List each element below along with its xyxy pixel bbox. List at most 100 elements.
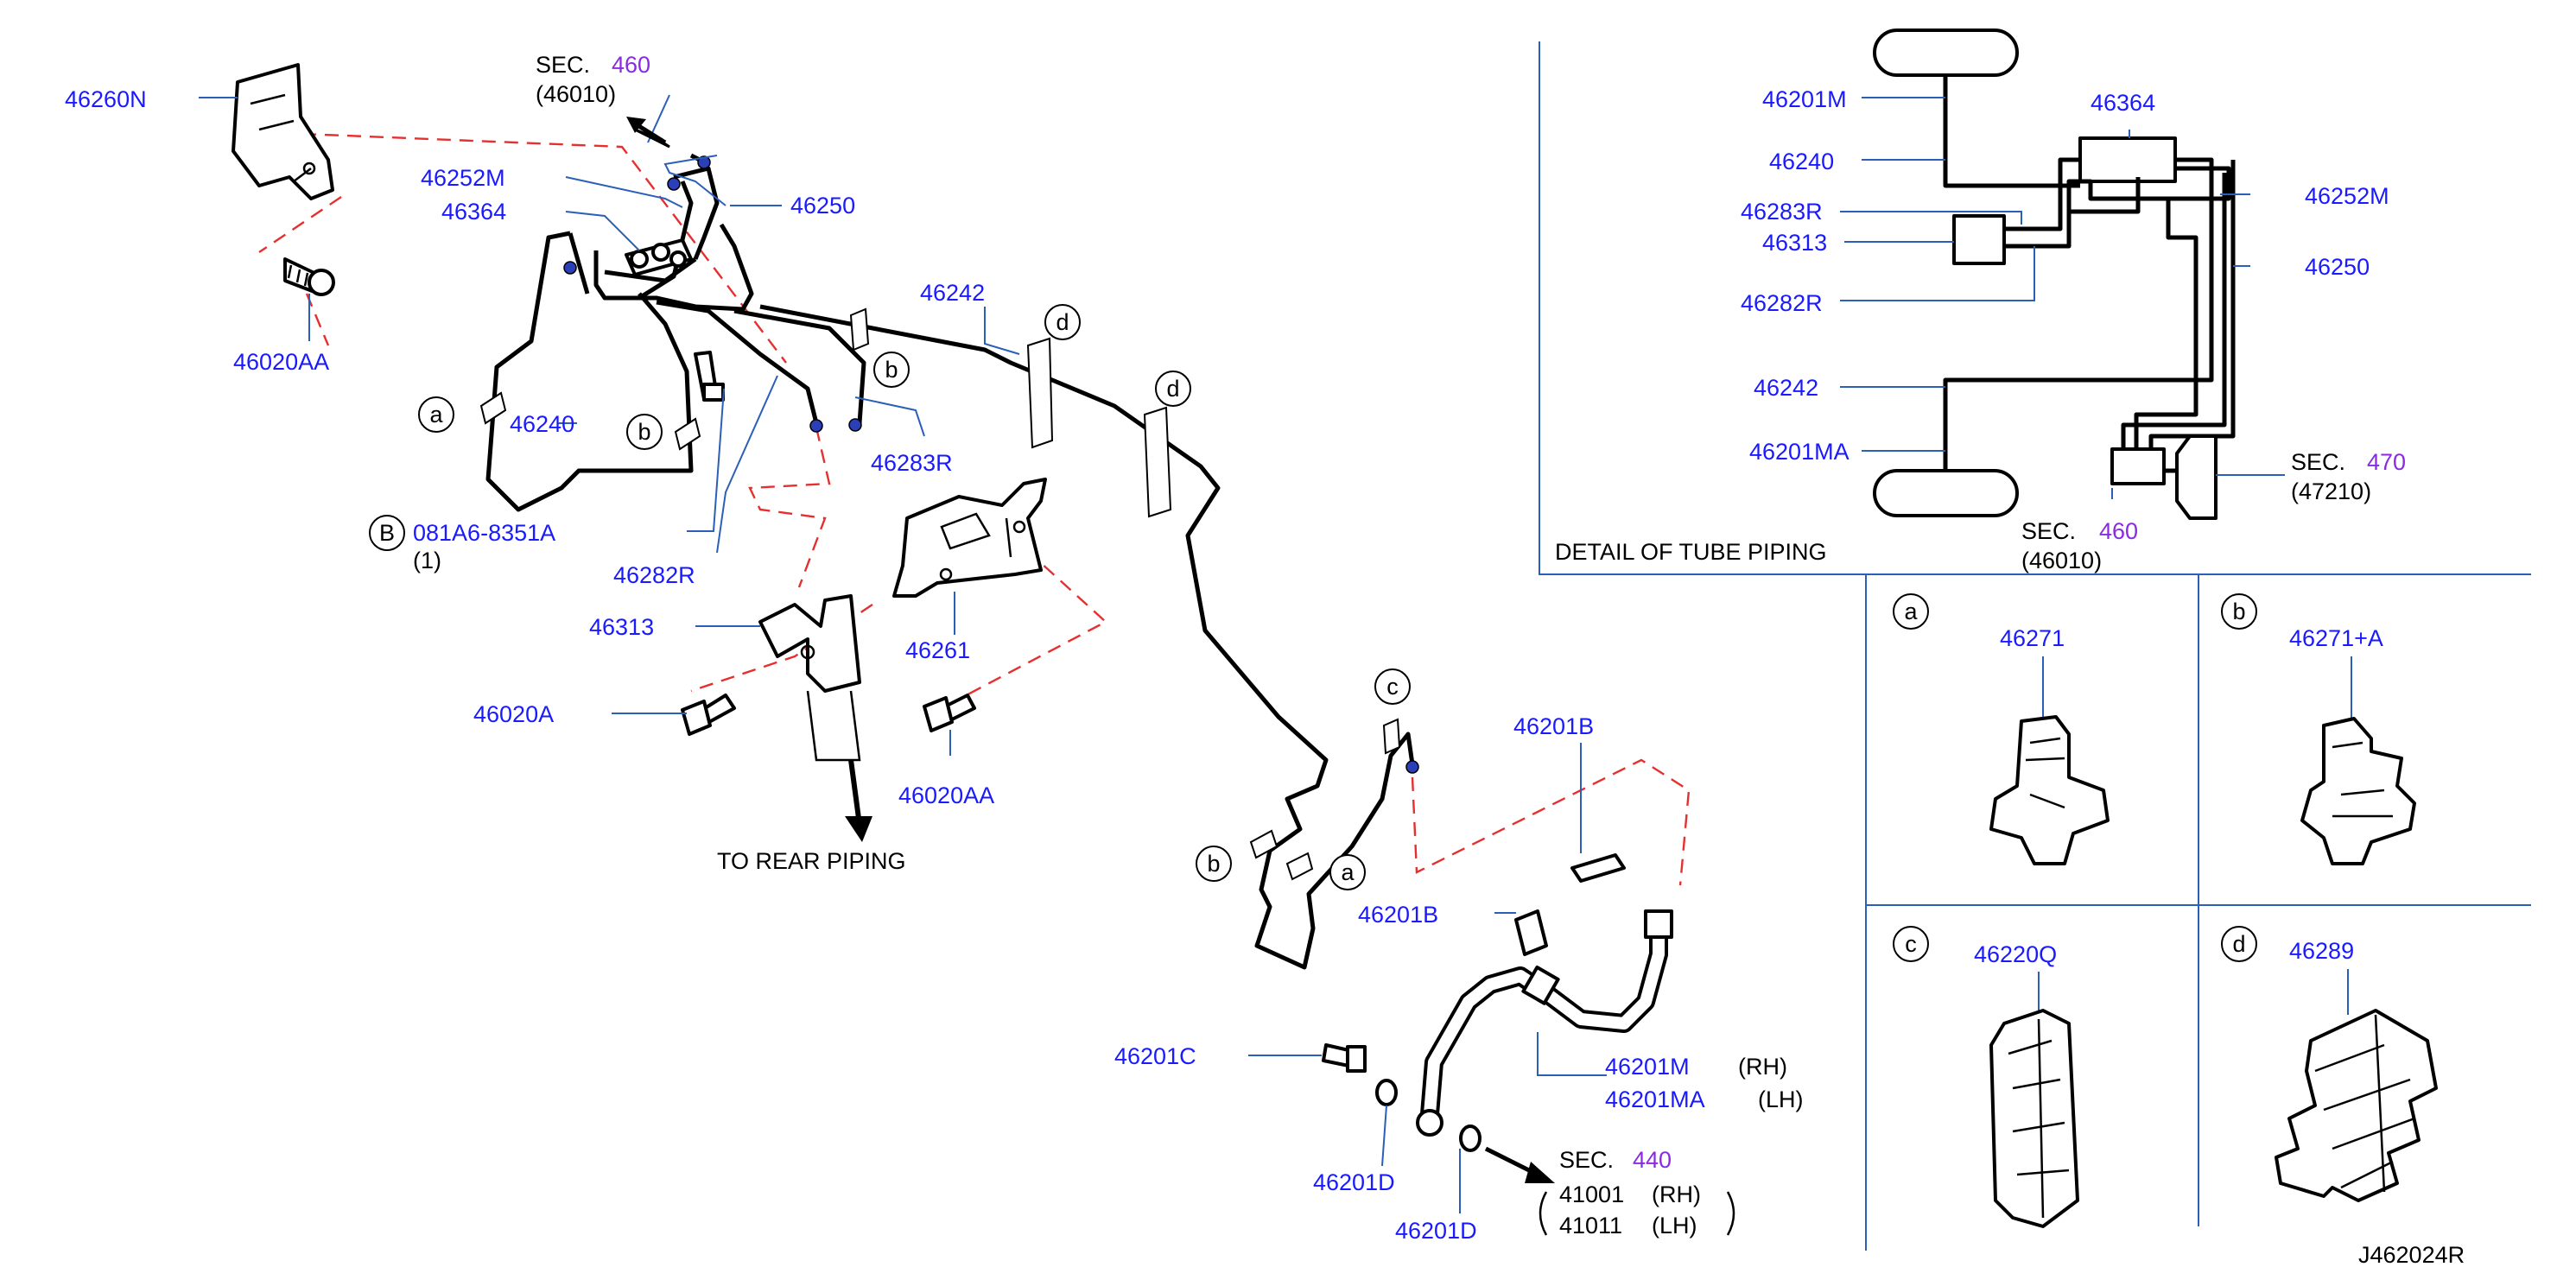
- detail-label-46282R: 46282R: [1741, 290, 1823, 316]
- drawing-code: J462024R: [2358, 1242, 2465, 1268]
- arrow-to-rear: [845, 759, 872, 842]
- labels-detail: 46201M 46240 46283R 46313 46282R 46242 4…: [1555, 86, 2406, 573]
- bolt-46201C: [1322, 1043, 1367, 1073]
- detail-label-46283R: 46283R: [1741, 199, 1823, 225]
- arrow-sec460: [626, 94, 670, 149]
- detail-label-46201MA: 46201MA: [1749, 439, 1850, 465]
- detail-sec460-prefix: SEC.: [2021, 518, 2076, 544]
- tube-junctions: [563, 155, 1419, 774]
- detail-sec470-prefix: SEC.: [2291, 449, 2345, 475]
- clip-detail-b: b 46271+A: [2221, 593, 2416, 865]
- detail-sec470-sub: (47210): [2291, 478, 2371, 504]
- bolt-46020AA-bot: [923, 694, 976, 732]
- label-46201C: 46201C: [1114, 1043, 1196, 1069]
- callout-d-1: d: [1056, 309, 1069, 335]
- detail-sec460-num: 460: [2099, 518, 2138, 544]
- clip-c-part: 46220Q: [1974, 941, 2057, 967]
- tube-clips: [479, 307, 1401, 881]
- detail-label-46201M: 46201M: [1762, 86, 1847, 112]
- clip-c-letter: c: [1905, 931, 1917, 957]
- label-46282R: 46282R: [613, 562, 695, 588]
- callout-d-2: d: [1166, 376, 1179, 402]
- clip-d-part: 46289: [2289, 938, 2354, 964]
- bracket-46260N: [232, 63, 334, 200]
- bracket-right: [1726, 1191, 1735, 1236]
- arrow-sec440: [1484, 1146, 1555, 1183]
- detail-sec470-num: 470: [2367, 449, 2406, 475]
- label-46201D-2: 46201D: [1395, 1218, 1477, 1244]
- label-rh: (RH): [1738, 1054, 1787, 1080]
- hose-46201M: [1416, 909, 1673, 1137]
- bolt-callout-B: B: [379, 520, 395, 546]
- clip-d-letter: d: [2232, 931, 2245, 957]
- bracket-46313: [758, 594, 861, 762]
- label-46020A: 46020A: [473, 701, 554, 727]
- sec440-r2: 41011: [1559, 1213, 1622, 1238]
- detail-label-46242: 46242: [1754, 375, 1818, 401]
- clip-detail-c: c 46220Q: [1893, 926, 2079, 1228]
- sec460-num: 460: [612, 52, 650, 78]
- detail-piping: [1873, 29, 2236, 520]
- sec460-sub: (46010): [536, 81, 616, 107]
- detail-label-46364: 46364: [2091, 90, 2155, 116]
- label-46020AA-bot: 46020AA: [898, 782, 994, 808]
- label-46201D-1: 46201D: [1313, 1169, 1395, 1195]
- sec440-prefix: SEC.: [1559, 1147, 1614, 1173]
- leader-lines-detail: [1840, 97, 2285, 499]
- clip-detail-d: d 46289: [2221, 926, 2438, 1202]
- washers-46201D: [1375, 1079, 1482, 1152]
- detail-sec460-sub: (46010): [2021, 548, 2102, 573]
- detail-frame: [1539, 41, 2531, 1251]
- label-46201B-1: 46201B: [1513, 713, 1594, 739]
- bracket-left: [1539, 1191, 1548, 1236]
- callouts-main: a b b d d c b a B: [369, 304, 1411, 890]
- label-46260N: 46260N: [65, 86, 147, 112]
- label-46240: 46240: [510, 411, 574, 437]
- sec460-prefix: SEC.: [536, 52, 590, 78]
- label-46242: 46242: [920, 280, 985, 306]
- bracket-46261: [892, 478, 1047, 598]
- alignment-lines: [258, 132, 1691, 886]
- clip-b-part: 46271+A: [2289, 625, 2383, 651]
- detail-label-46240: 46240: [1769, 149, 1834, 174]
- callout-c-1: c: [1386, 674, 1399, 700]
- label-46283R: 46283R: [871, 450, 953, 476]
- leader-lines-main: [199, 97, 1607, 1213]
- bolt-46020A: [681, 694, 736, 736]
- clip-a-letter: a: [1904, 599, 1918, 624]
- sec440-r1s: (RH): [1652, 1181, 1701, 1207]
- clip-b-letter: b: [2232, 599, 2245, 624]
- detail-label-46250: 46250: [2305, 254, 2370, 280]
- label-to-rear: TO REAR PIPING: [717, 848, 906, 874]
- callout-a-1: a: [429, 402, 443, 428]
- callout-b-2: b: [885, 357, 898, 383]
- callout-a-2: a: [1341, 859, 1355, 885]
- label-46201MA: 46201MA: [1605, 1086, 1705, 1112]
- clip-46201B: [1514, 853, 1626, 956]
- label-46201B-2: 46201B: [1358, 902, 1438, 928]
- sec440-r2s: (LH): [1652, 1213, 1697, 1238]
- label-46364: 46364: [441, 199, 506, 225]
- label-bolt-code: 081A6-8351A: [413, 520, 555, 546]
- detail-label-46252M: 46252M: [2305, 183, 2389, 209]
- label-46020AA-top: 46020AA: [233, 349, 329, 375]
- connector-46364: [625, 238, 693, 276]
- clip-detail-a: a 46271: [1893, 593, 2110, 865]
- sec440-r1: 41001: [1559, 1181, 1624, 1207]
- label-46201M: 46201M: [1605, 1054, 1690, 1080]
- label-bolt-qty: (1): [413, 548, 441, 573]
- clip-a-part: 46271: [2000, 625, 2065, 651]
- detail-label-46313: 46313: [1762, 230, 1827, 256]
- label-46261: 46261: [905, 637, 970, 663]
- detail-title: DETAIL OF TUBE PIPING: [1555, 539, 1827, 565]
- bolt-081A6-8351A: [694, 351, 725, 402]
- callout-b-1: b: [638, 419, 650, 445]
- sec440-num: 440: [1633, 1147, 1672, 1173]
- label-46252M: 46252M: [421, 165, 505, 191]
- label-46313: 46313: [589, 614, 654, 640]
- labels-main: 46260N 46020AA SEC. 460 (46010) 46252M 4…: [65, 52, 1804, 1244]
- label-lh: (LH): [1758, 1086, 1804, 1112]
- label-46250: 46250: [790, 193, 855, 219]
